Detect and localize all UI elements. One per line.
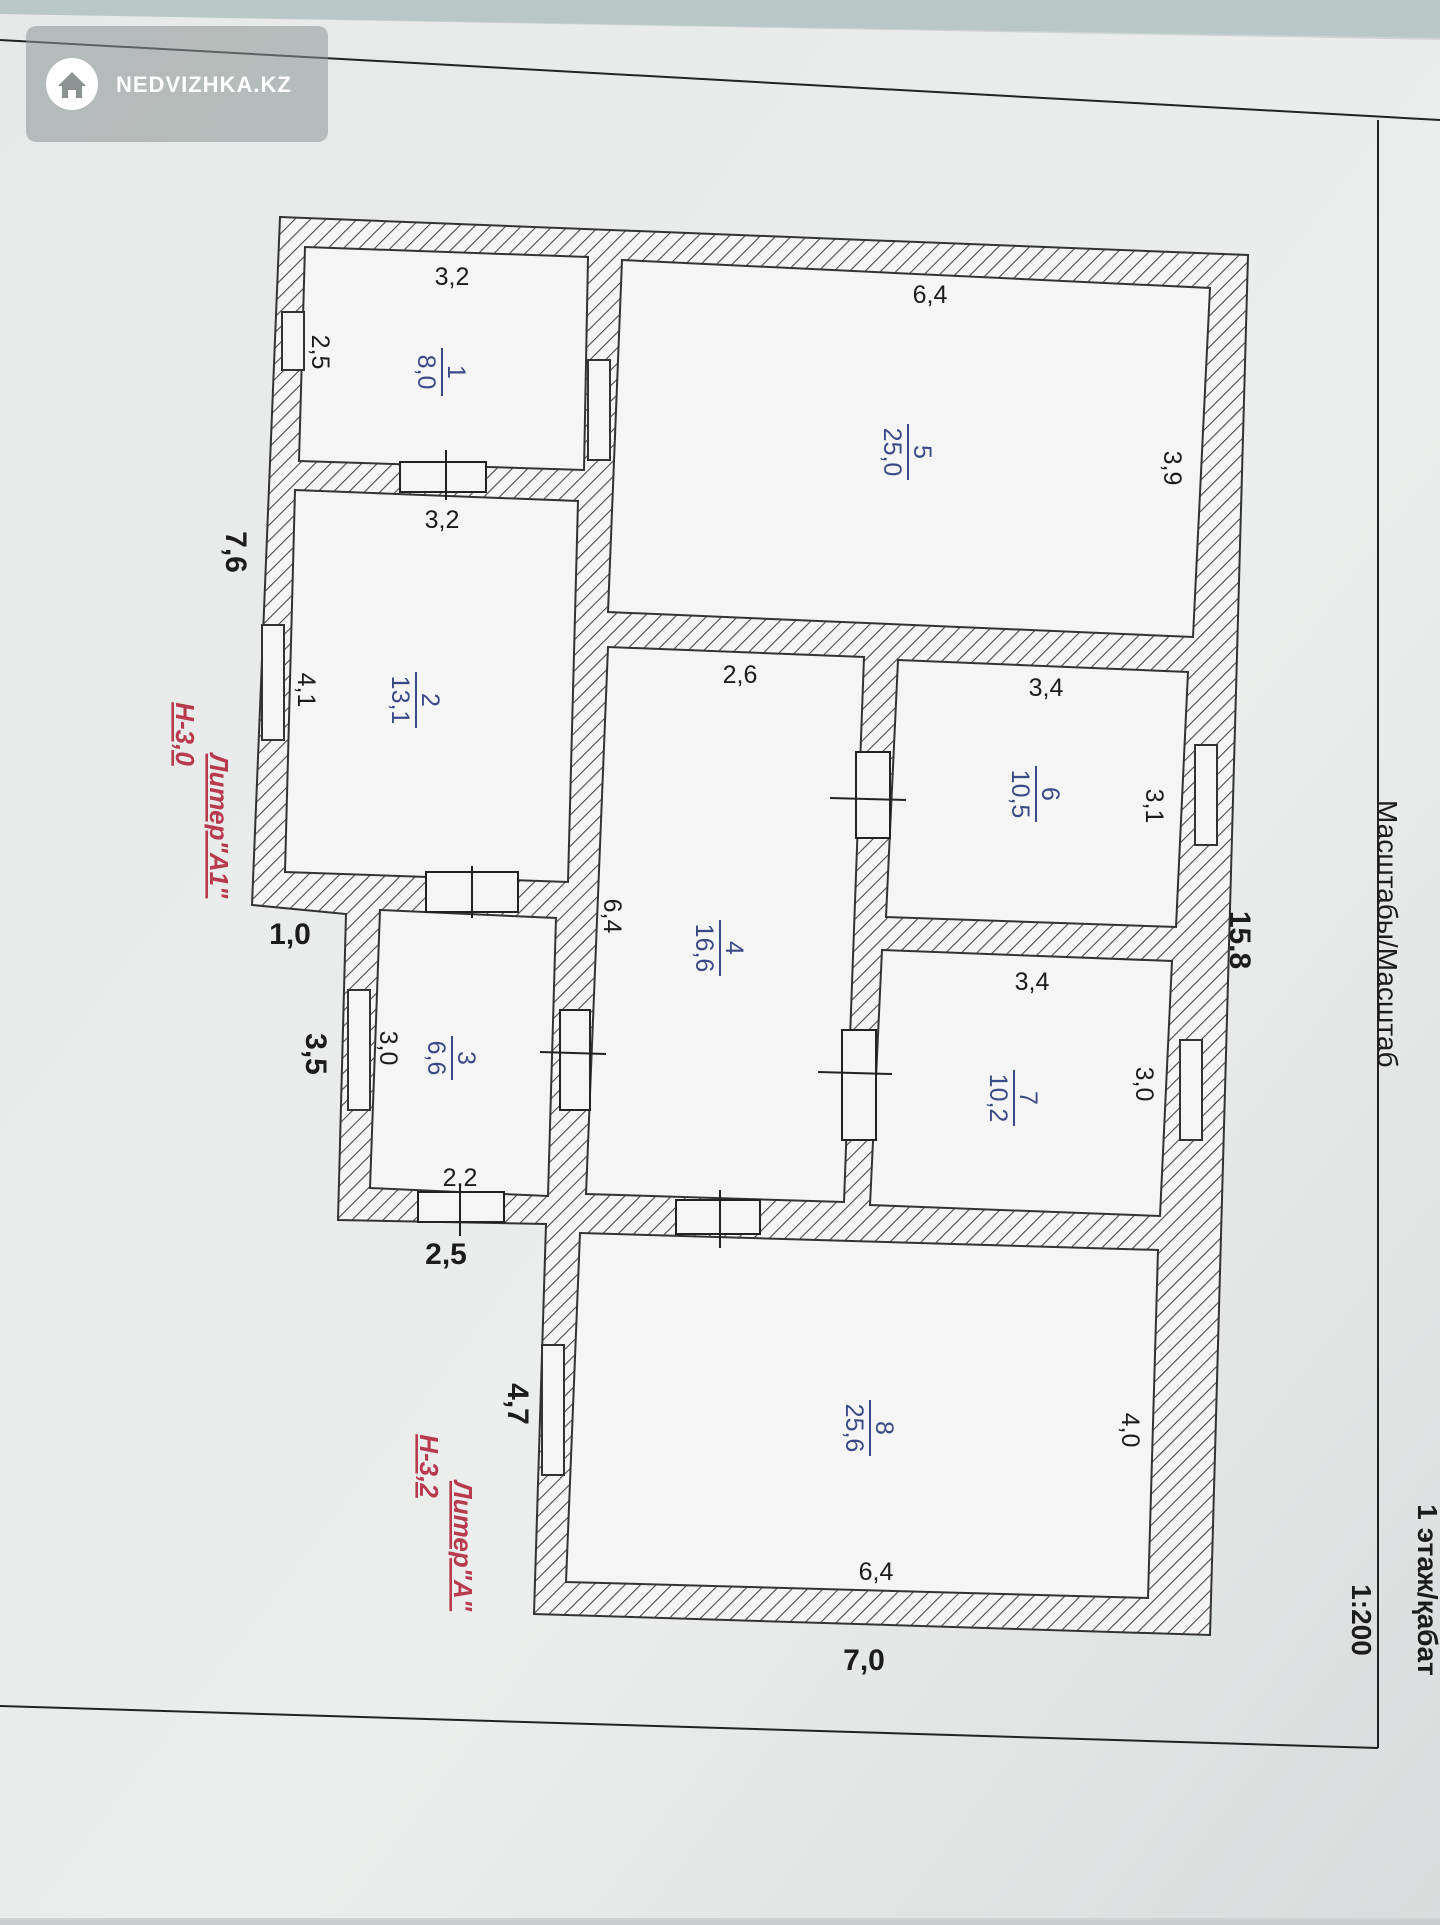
window-room-5 (587, 359, 611, 461)
watermark-box (26, 26, 328, 142)
room-7-number: 7 (1014, 1091, 1042, 1105)
dim-ext-total: 15.8 (1223, 911, 1256, 969)
room-1-area (297, 245, 590, 472)
window-room-3 (347, 989, 371, 1111)
floor-label: 1 этаж/қабат (1412, 1504, 1440, 1676)
dim-room-8-side: 4,0 (1116, 1413, 1144, 1448)
room-label-4: 4 16,6 (690, 920, 748, 976)
dim-room-8-bottom: 6,4 (859, 1558, 894, 1586)
dim-room-3-bottom: 2,2 (443, 1164, 478, 1192)
door-3-4 (559, 1009, 591, 1111)
liter-labels: Литер"А1" Н-3,0 Литер"А" Н-3,2 (170, 702, 478, 1612)
window-room-6 (1194, 744, 1218, 846)
room-6-number: 6 (1036, 787, 1064, 801)
door-4-7-mark (817, 1071, 893, 1075)
dim-ext-left-a: 4,7 (501, 1383, 534, 1425)
room-label-8: 8 25,6 (840, 1400, 898, 1456)
window-room-8 (541, 1344, 565, 1476)
door-1-2 (399, 461, 487, 493)
dim-room-2-top: 3,2 (425, 506, 460, 534)
room-4-area (584, 645, 866, 1204)
dim-room-7-top: 3,4 (1015, 968, 1050, 996)
doors (399, 450, 907, 1248)
sheet-border-bottom (0, 1705, 1379, 1749)
interior-dimensions: 3,2 2,5 3,2 4,1 3,0 2,2 2,6 6,4 6,4 3,9 … (292, 263, 1186, 1586)
house-icon (46, 58, 98, 110)
room-6-area-text: 10,5 (1006, 770, 1034, 819)
door-4-6-mark (829, 797, 907, 801)
room-1-area-text: 8,0 (412, 355, 440, 390)
room-labels: 1 8,0 2 13,1 3 6,6 4 16,6 5 25,0 6 10,5 (386, 348, 1064, 1456)
dim-ext-left-a1: 7,6 (219, 531, 252, 573)
paper-edge (0, 0, 1440, 38)
liter-a1: Литер"А1" Н-3,0 (170, 702, 234, 899)
room-3-area (368, 908, 558, 1198)
room-3-number: 3 (452, 1051, 480, 1065)
room-label-1: 1 8,0 (412, 348, 470, 396)
dim-ext-bottom-r3: 2,5 (425, 1238, 467, 1271)
dim-ext-a-width: 7,0 (843, 1644, 885, 1677)
room-8-area (564, 1231, 1160, 1600)
door-4-6 (855, 751, 891, 839)
room-4-area-text: 16,6 (690, 924, 718, 973)
room-5-area-text: 25,0 (878, 428, 906, 477)
dim-room-5-top: 6,4 (913, 281, 948, 309)
dim-room-1-side: 2,5 (306, 335, 334, 370)
room-2-area (283, 488, 580, 884)
door-4-8 (675, 1199, 761, 1235)
dim-room-4-side: 6,4 (598, 899, 626, 934)
liter-a: Литер"А" Н-3,2 (414, 1434, 478, 1612)
watermark-text: NEDVIZHKA.KZ (116, 72, 292, 97)
dim-room-3-side: 3,0 (374, 1031, 402, 1066)
room-label-5: 5 25,0 (878, 424, 936, 480)
scale-label: Масштабы/Масштаб (1372, 800, 1403, 1068)
liter-a1-height: Н-3,0 (170, 702, 200, 766)
room-8-number: 8 (870, 1421, 898, 1435)
liter-a1-name: Литер"А1" (204, 752, 234, 899)
watermark: NEDVIZHKA.KZ (26, 26, 328, 142)
room-1-number: 1 (442, 365, 470, 379)
liter-a-name: Литер"А" (448, 1479, 478, 1612)
room-3-area-text: 6,6 (422, 1041, 450, 1076)
windows (261, 311, 1218, 1476)
window-room-2 (261, 624, 285, 741)
dim-room-2-side: 4,1 (292, 673, 320, 708)
room-2-number: 2 (416, 693, 444, 707)
room-2-area-text: 13,1 (386, 676, 414, 725)
door-4-7 (841, 1029, 877, 1141)
room-7-area-text: 10,2 (984, 1074, 1012, 1123)
exterior-dimensions: 7,6 1,0 3,5 2,5 4,7 15.8 7,0 (219, 531, 1256, 1677)
room-label-3: 3 6,6 (422, 1036, 480, 1080)
dim-ext-step: 1,0 (269, 918, 311, 951)
dim-ext-r3: 3,5 (299, 1033, 332, 1075)
room-label-2: 2 13,1 (386, 672, 444, 728)
dim-room-6-top: 3,4 (1029, 674, 1064, 702)
room-label-6: 6 10,5 (1006, 766, 1064, 822)
scale-block: Масштабы/Масштаб 1:200 1 этаж/қабат (1346, 800, 1440, 1676)
window-room-1 (281, 311, 305, 371)
room-label-7: 7 10,2 (984, 1070, 1042, 1126)
dim-room-7-side: 3,0 (1130, 1067, 1158, 1102)
room-5-number: 5 (908, 445, 936, 459)
dim-room-1-top: 3,2 (435, 263, 470, 291)
scale-value: 1:200 (1346, 1584, 1377, 1656)
dim-room-4-top: 2,6 (723, 661, 758, 689)
dim-room-5-side: 3,9 (1158, 451, 1186, 486)
liter-a-height: Н-3,2 (414, 1434, 444, 1498)
window-room-7 (1179, 1039, 1203, 1141)
room-4-number: 4 (720, 941, 748, 955)
room-8-area-text: 25,6 (840, 1404, 868, 1453)
door-3-4-mark (539, 1051, 607, 1055)
dim-room-6-side: 3,1 (1140, 789, 1168, 824)
rooms-layer (283, 245, 1212, 1600)
